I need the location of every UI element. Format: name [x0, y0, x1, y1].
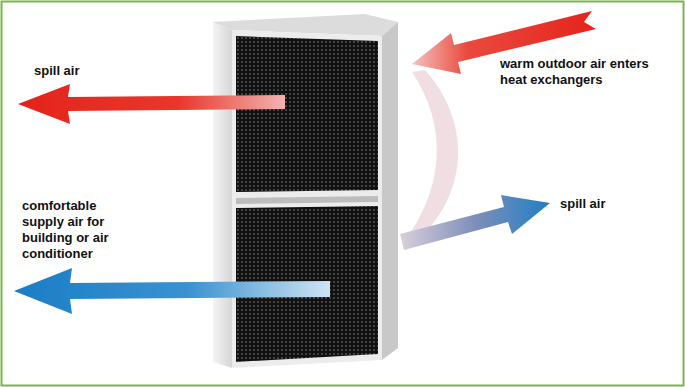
box-left-face	[213, 22, 232, 368]
airflow-swoosh	[402, 70, 458, 244]
supply-air-arrow	[14, 268, 330, 314]
arrow-label: warm outdoor air enters heat exchangers	[500, 56, 660, 88]
arrow-label: spill air	[34, 63, 144, 79]
box-right-face	[382, 22, 398, 360]
red-spill-arrow	[18, 84, 285, 124]
box-front-face	[232, 30, 382, 368]
upper-heat-exchanger	[236, 36, 378, 192]
blue-spill-arrow	[400, 195, 550, 250]
divider-band	[236, 196, 378, 204]
arrow-label: comfortable supply air for building or a…	[22, 198, 120, 262]
arrow-label: spill air	[560, 196, 670, 212]
